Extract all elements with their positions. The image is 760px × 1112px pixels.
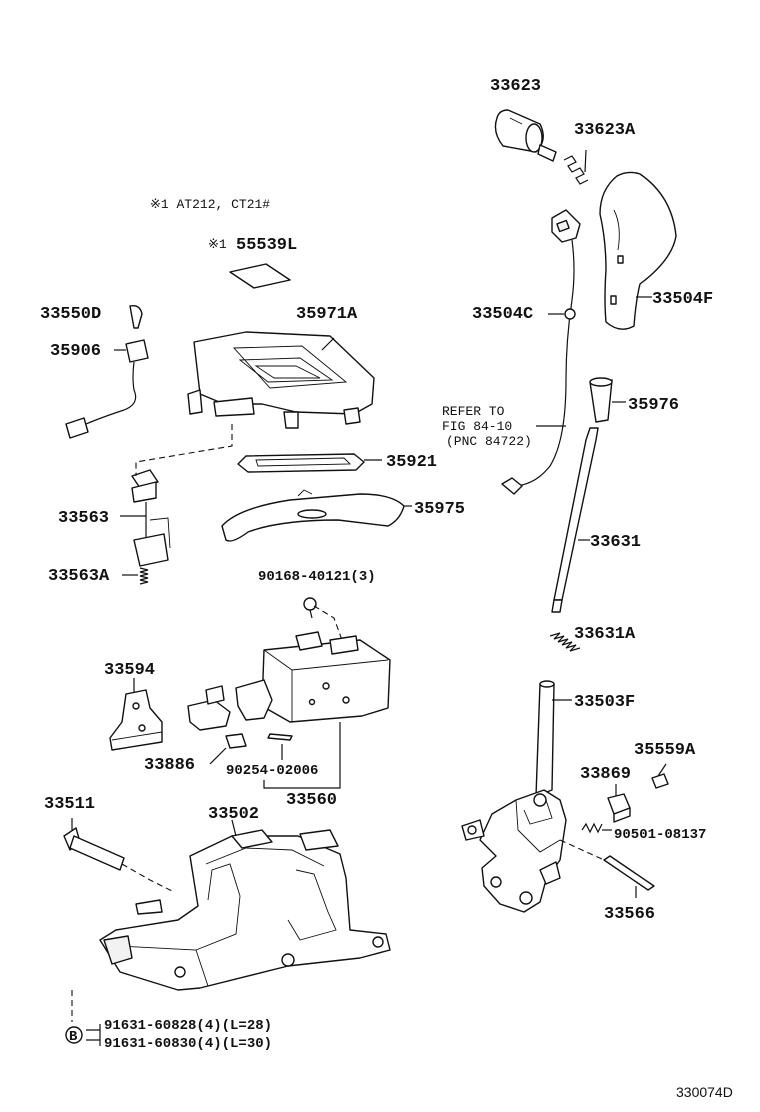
label-33550D: 33550D — [40, 305, 101, 324]
label-90254-02006: 90254-02006 — [226, 763, 318, 779]
part-90501-spring — [581, 822, 612, 834]
label-35921: 35921 — [386, 453, 437, 472]
label-33623: 33623 — [490, 77, 541, 96]
b-marker-letter: B — [69, 1029, 78, 1045]
label-33504F: 33504F — [652, 290, 713, 309]
label-33631A: 33631A — [574, 625, 636, 644]
part-90168-screw — [303, 597, 317, 619]
refer-line-1: REFER TO — [442, 404, 505, 419]
label-55539L: 55539L — [236, 236, 297, 255]
label-33886: 33886 — [144, 756, 195, 775]
label-35976: 35976 — [628, 396, 679, 415]
label-35975: 35975 — [414, 500, 465, 519]
part-33502-base — [99, 819, 391, 991]
note-at212-ct21: ※1 AT212, CT21# — [150, 197, 270, 212]
part-35976-sleeve — [589, 377, 626, 423]
b-circle-marker — [65, 1026, 83, 1044]
part-33869-block — [607, 793, 631, 823]
part-33560-unit — [187, 631, 391, 749]
label-91631-60828: 91631-60828(4)(L=28) — [104, 1018, 272, 1034]
label-33623A: 33623A — [574, 121, 636, 140]
part-35906-socket — [65, 339, 149, 439]
label-33560: 33560 — [286, 791, 337, 810]
part-33631A-spring — [549, 632, 581, 652]
part-35971A-housing — [187, 331, 375, 429]
note-mark-55539L: ※1 — [208, 237, 227, 252]
label-33563: 33563 — [58, 509, 109, 528]
label-33594: 33594 — [104, 661, 155, 680]
figure-code: 330074D — [676, 1084, 733, 1100]
label-33563A: 33563A — [48, 567, 110, 586]
label-91631-60830: 91631-60830(4)(L=30) — [104, 1036, 272, 1052]
part-33566-pin — [603, 855, 655, 898]
label-90501-08137: 90501-08137 — [614, 827, 706, 843]
label-33504C: 33504C — [472, 305, 533, 324]
part-35921-plate — [237, 453, 382, 473]
part-33550D-bulb — [129, 304, 143, 329]
label-33566: 33566 — [604, 905, 655, 924]
label-33511: 33511 — [44, 795, 95, 814]
part-33563A-spring — [139, 567, 149, 585]
part-33504F-knob — [599, 171, 677, 330]
label-33869: 33869 — [580, 765, 631, 784]
label-90168-40121: 90168-40121(3) — [258, 569, 376, 585]
label-33503F: 33503F — [574, 693, 635, 712]
label-33631: 33631 — [590, 533, 641, 552]
part-33563-switch — [120, 469, 171, 567]
part-33631-rod — [551, 427, 599, 613]
label-33502: 33502 — [208, 805, 259, 824]
part-33511-bolt — [63, 818, 125, 871]
label-35971A: 35971A — [296, 305, 358, 324]
label-35559A: 35559A — [634, 741, 696, 760]
part-35975-cover — [221, 489, 412, 542]
refer-line-3: (PNC 84722) — [446, 434, 532, 449]
part-33623A-spring — [563, 149, 589, 185]
part-35559A-clip — [651, 773, 669, 789]
part-33503F-lever — [461, 680, 572, 913]
part-33594-bracket — [109, 678, 163, 751]
part-33623-drawing — [494, 109, 557, 162]
part-33504C-cable — [501, 209, 581, 495]
part-55539L-plate — [229, 263, 291, 289]
label-35906: 35906 — [50, 342, 101, 361]
refer-line-2: FIG 84-10 — [442, 419, 512, 434]
